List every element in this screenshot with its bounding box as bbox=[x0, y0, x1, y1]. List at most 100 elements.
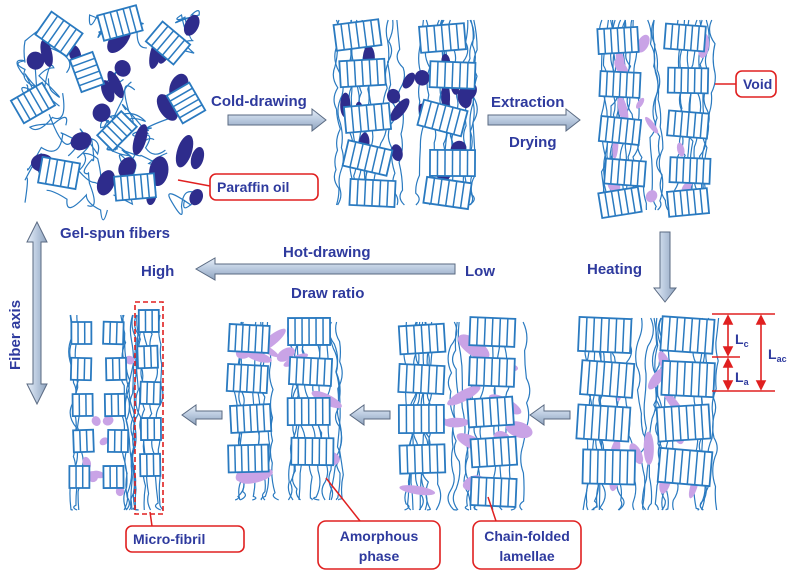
lamella-fold bbox=[245, 364, 249, 393]
lamella-fold bbox=[47, 19, 65, 44]
crystalline-lamella bbox=[341, 139, 394, 177]
lamella-outline bbox=[103, 392, 127, 418]
amorphous-chain bbox=[447, 321, 459, 511]
lamella-fold bbox=[686, 189, 690, 216]
lamella-fold bbox=[629, 27, 633, 53]
draw-ratio-label: Draw ratio bbox=[291, 285, 364, 302]
lamella-fold bbox=[435, 365, 438, 394]
lamella-fold bbox=[459, 182, 465, 209]
amorphous-region bbox=[102, 415, 114, 426]
void-pocket bbox=[617, 96, 629, 124]
paraffin-oil-droplet bbox=[96, 170, 116, 196]
crystalline-lamella bbox=[342, 102, 393, 134]
paraffin-oil-droplet bbox=[386, 88, 401, 104]
lamella-outline bbox=[579, 359, 636, 399]
lamella-fold bbox=[149, 345, 153, 368]
amorphous-region bbox=[91, 470, 105, 479]
step-arrow-heated-to-draw1 bbox=[529, 404, 571, 426]
lamella-fold bbox=[111, 120, 128, 137]
lamella-fold bbox=[347, 22, 353, 49]
paraffin-oil-droplet bbox=[391, 144, 403, 162]
lamella-fold bbox=[119, 176, 124, 201]
lamella-fold bbox=[683, 24, 687, 51]
lamella-fold bbox=[507, 478, 510, 507]
lamella-outline bbox=[139, 452, 162, 478]
lamella-fold bbox=[666, 316, 671, 351]
lamella-fold bbox=[152, 382, 155, 405]
lamella-fold bbox=[664, 448, 669, 483]
lamella-fold bbox=[618, 450, 622, 485]
lamella-outline bbox=[36, 155, 82, 191]
paraffin-oil-droplet bbox=[189, 189, 204, 206]
lamella-outline bbox=[68, 50, 106, 94]
lamella-fold bbox=[106, 125, 123, 142]
lamella-fold bbox=[686, 111, 690, 138]
lamella-fold bbox=[420, 364, 423, 394]
lamella-fold bbox=[623, 159, 627, 186]
lamella-fold bbox=[445, 107, 454, 133]
crystalline-lamella bbox=[71, 392, 94, 418]
lamella-fold bbox=[103, 13, 112, 40]
lamella-fold bbox=[499, 437, 503, 466]
lamella-fold bbox=[126, 175, 131, 200]
lamella-fold bbox=[122, 8, 131, 35]
lamella-fold bbox=[616, 27, 620, 54]
crystalline-lamella bbox=[666, 66, 710, 95]
crystalline-lamella bbox=[227, 323, 271, 354]
lamella-outline bbox=[102, 465, 125, 489]
lamella-fold bbox=[503, 397, 508, 426]
crystalline-lamella bbox=[467, 356, 516, 388]
hot-drawing-label: Hot-drawing bbox=[283, 244, 371, 261]
lamella-outline bbox=[102, 320, 125, 346]
crystalline-lamella bbox=[290, 436, 335, 467]
lamella-fold bbox=[242, 405, 246, 433]
lamella-fold bbox=[701, 451, 706, 486]
amorphous-label-line1: Amorphous bbox=[340, 528, 419, 544]
lamella-fold bbox=[620, 407, 624, 442]
lamella-fold bbox=[362, 21, 368, 48]
lamella-fold bbox=[704, 319, 708, 354]
crystalline-lamella bbox=[165, 81, 207, 125]
crystalline-lamella bbox=[597, 185, 643, 220]
lamella-fold bbox=[623, 363, 628, 398]
lamella-fold bbox=[431, 103, 440, 129]
lamella-outline bbox=[68, 465, 91, 489]
lamella-fold bbox=[101, 129, 119, 147]
crystalline-lamella bbox=[286, 396, 331, 427]
micro-fibril-label: Micro-fibril bbox=[133, 531, 205, 547]
amorphous-chain bbox=[83, 139, 95, 207]
crystalline-lamella bbox=[144, 20, 192, 66]
high-draw-microfibril-structure bbox=[68, 309, 164, 511]
amorphous-region bbox=[124, 355, 135, 365]
lamella-fold bbox=[146, 381, 149, 404]
lamella-fold bbox=[668, 361, 672, 396]
step-arrow-draw2-to-draw3 bbox=[181, 404, 223, 426]
lamella-fold bbox=[373, 104, 377, 131]
lamella-fold bbox=[115, 322, 118, 345]
lamella-outline bbox=[581, 448, 637, 486]
drying-label: Drying bbox=[509, 134, 557, 151]
lamella-fold bbox=[583, 404, 587, 439]
lamella-fold bbox=[616, 159, 621, 185]
cold-drawn-fiber-structure bbox=[332, 18, 478, 211]
chain-folded-label-line1: Chain-folded bbox=[484, 528, 570, 544]
lamella-fold bbox=[146, 173, 151, 198]
crystalline-lamella bbox=[418, 22, 467, 54]
lamella-fold bbox=[679, 190, 684, 216]
lamella-fold bbox=[505, 358, 509, 387]
cold-drawing-label: Cold-drawing bbox=[211, 93, 307, 110]
amorphous-chain bbox=[641, 317, 654, 511]
paraffin-oil-callout-box bbox=[209, 173, 319, 201]
lamella-fold bbox=[623, 188, 630, 214]
lamella-fold bbox=[692, 405, 697, 440]
lamella-fold bbox=[435, 324, 439, 353]
amorphous-region bbox=[442, 417, 470, 428]
amorphous-phase-callout-box bbox=[317, 520, 441, 570]
crystalline-lamella bbox=[70, 321, 93, 345]
lamella-fold bbox=[437, 178, 443, 205]
crystalline-lamella bbox=[332, 18, 383, 52]
lamella-fold bbox=[240, 445, 243, 473]
lamella-fold bbox=[371, 146, 379, 173]
lamella-fold bbox=[108, 321, 112, 344]
paraffin-oil-droplet bbox=[70, 132, 92, 151]
